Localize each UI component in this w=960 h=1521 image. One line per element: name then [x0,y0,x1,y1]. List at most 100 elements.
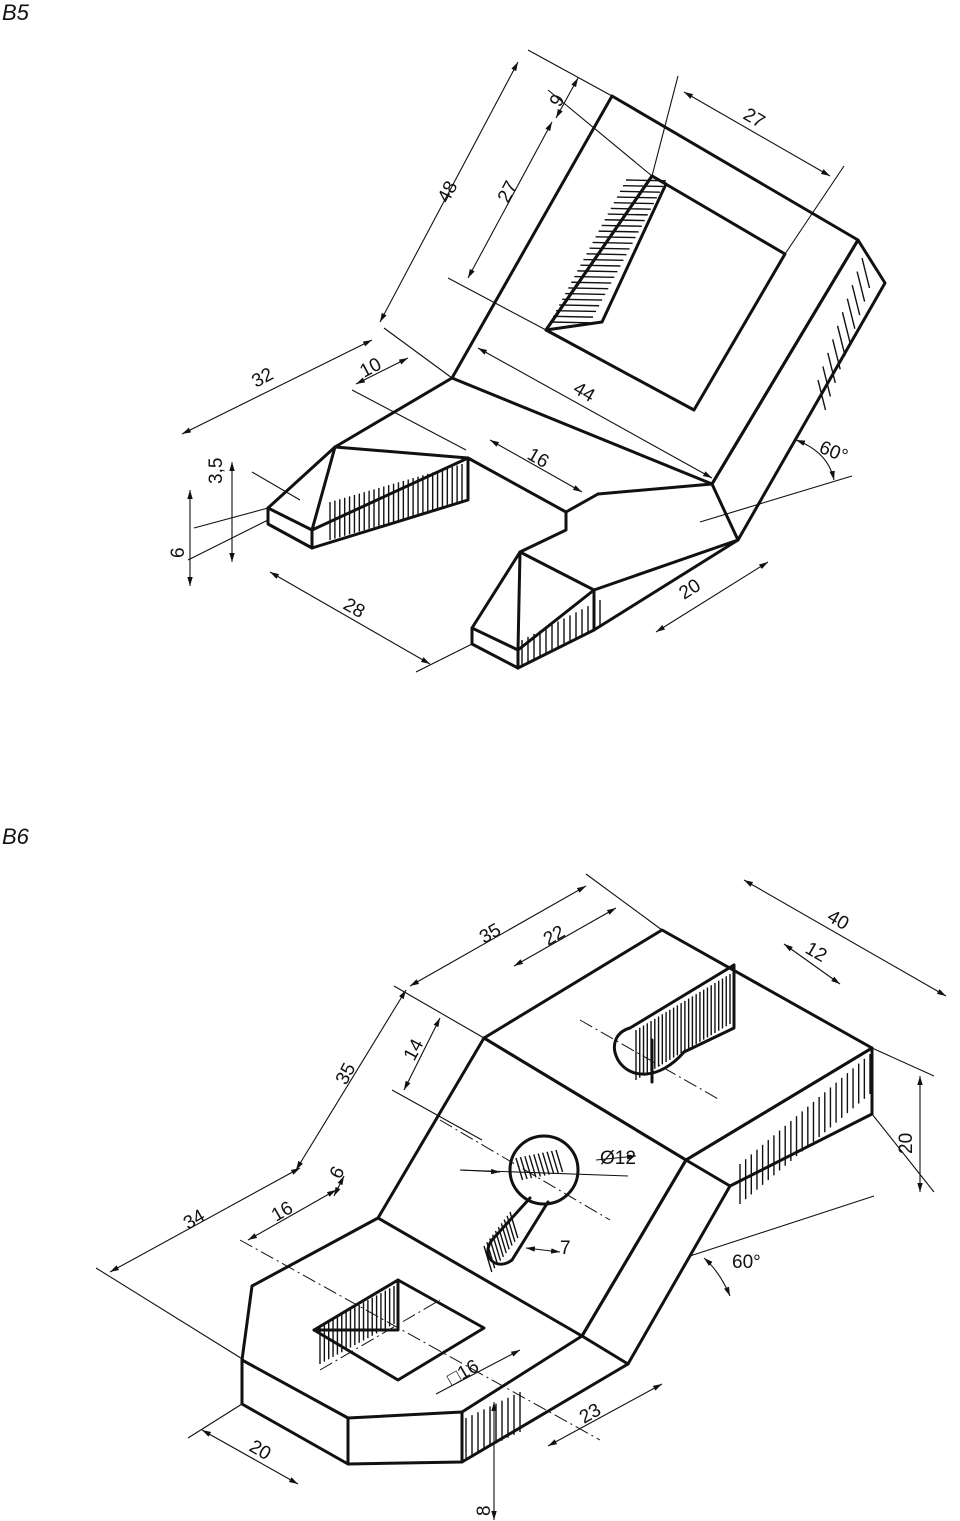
hatch-line [565,292,606,296]
figure-label-b5: B5 [2,0,29,25]
hatch-line [856,271,866,302]
hatch-line [595,236,636,239]
hatch-line [509,1211,519,1239]
hatch-line [619,190,660,193]
hatch-line [528,1155,537,1178]
hatch-line [491,1234,502,1261]
hatch-line [574,275,615,279]
b5-base [266,376,740,670]
b5-dim-27-width: 27 [740,104,769,133]
b5-dim-16: 16 [524,444,553,473]
hatch-line [598,230,639,233]
hatch-line [562,298,603,301]
hatch-line [524,1156,533,1179]
b5-dimension-values: 48 9 27 27 32 10 44 16 3,5 6 28 20 60° [168,91,851,623]
hatch-line [500,1223,510,1250]
hatch-line [506,1215,516,1242]
b5-side-hatching [817,257,871,411]
hatch-line [613,202,654,205]
hatch-line [568,287,609,290]
b6-dimension-lines [95,873,947,1520]
b5-dim-48: 48 [434,178,462,207]
b6-base-hatching [465,1392,521,1458]
b5-dim-32: 32 [248,364,277,392]
hatch-line [515,1157,524,1181]
b6-side-hatching [739,1054,871,1204]
hatch-line [577,270,618,273]
b6-square-hole-hatching [319,1286,395,1364]
hatch-line [483,1245,493,1273]
b6-dim-7: 7 [560,1238,571,1259]
hatch-line [556,309,597,313]
hatch-line [571,281,612,284]
hatch-line [610,207,651,210]
b6-dim-35-top: 35 [476,920,505,949]
hatch-line [604,219,645,222]
hatch-line [831,339,841,370]
b6-dim-23: 23 [576,1400,605,1429]
hatch-line [541,1152,550,1175]
hatch-line [497,1226,507,1254]
b6-dim-16: 16 [268,1198,297,1227]
hatch-line [546,1151,555,1174]
hatch-line [861,257,871,289]
hatch-line [827,352,836,384]
hatch-line [494,1230,505,1258]
hatch-line [559,304,600,307]
b5-dim-3-5: 3,5 [206,458,227,484]
figure-b6: 35 22 40 12 35 14 Ø12 20 6 16 34 7 60° □… [95,873,947,1520]
hatch-line [841,312,851,343]
hatch-line [519,1156,528,1180]
b5-dim-28: 28 [340,594,369,623]
b5-dim-27-vertical: 27 [494,178,522,207]
b6-dim-20-base: 20 [246,1436,275,1465]
hatch-line [503,1219,513,1246]
hatch-line [583,258,624,262]
b5-dim-9: 9 [546,91,570,110]
b6-dim-22: 22 [540,922,569,951]
b5-dim-10: 10 [356,354,385,382]
hatch-line [550,1150,559,1174]
hatch-line [622,184,663,188]
b5-dim-6: 6 [168,547,189,558]
b5-base-hatching [329,464,601,666]
b6-dim-20-height: 20 [896,1133,917,1154]
b6-dim-34: 34 [180,1205,209,1234]
figure-label-b6: B6 [2,824,29,849]
hatch-line [836,325,846,356]
b6-dim-35-left: 35 [332,1060,360,1089]
b5-inclined-plate [450,94,887,542]
b5-dim-20: 20 [676,575,705,604]
b6-slot-hatching [635,974,731,1080]
b6-keyhole-hatching [483,1149,564,1273]
hatch-line [607,213,648,216]
hatch-line [625,179,667,182]
b6-dim-dia-12: Ø12 [600,1148,636,1169]
b6-dim-60-deg: 60° [732,1252,761,1273]
b6-inclined-plate [376,1036,688,1338]
b6-dim-12: 12 [802,938,831,967]
hatch-line [489,1238,499,1265]
b5-dim-60-deg: 60° [816,437,851,467]
hatch-line [846,298,856,329]
hatch-line [555,1149,564,1173]
b6-dim-40: 40 [824,906,853,935]
b6-dim-square-16: □16 [444,1356,483,1390]
b6-dim-6: 6 [326,1163,350,1182]
hatch-line [486,1242,496,1269]
b5-dimension-lines [181,49,853,673]
b6-dim-8: 8 [474,1505,495,1516]
figure-b5: 48 9 27 27 32 10 44 16 3,5 6 28 20 60° [168,49,887,673]
hatch-line [549,321,591,324]
hatch-line [586,253,627,256]
b6-top-block [482,928,874,1366]
hatch-line [537,1153,546,1176]
hatch-line [553,315,594,318]
hatch-line [822,366,832,397]
hatch-line [851,284,861,316]
hatch-line [601,224,642,227]
b5-window-hatching [549,179,667,324]
b6-dim-14: 14 [400,1035,429,1064]
